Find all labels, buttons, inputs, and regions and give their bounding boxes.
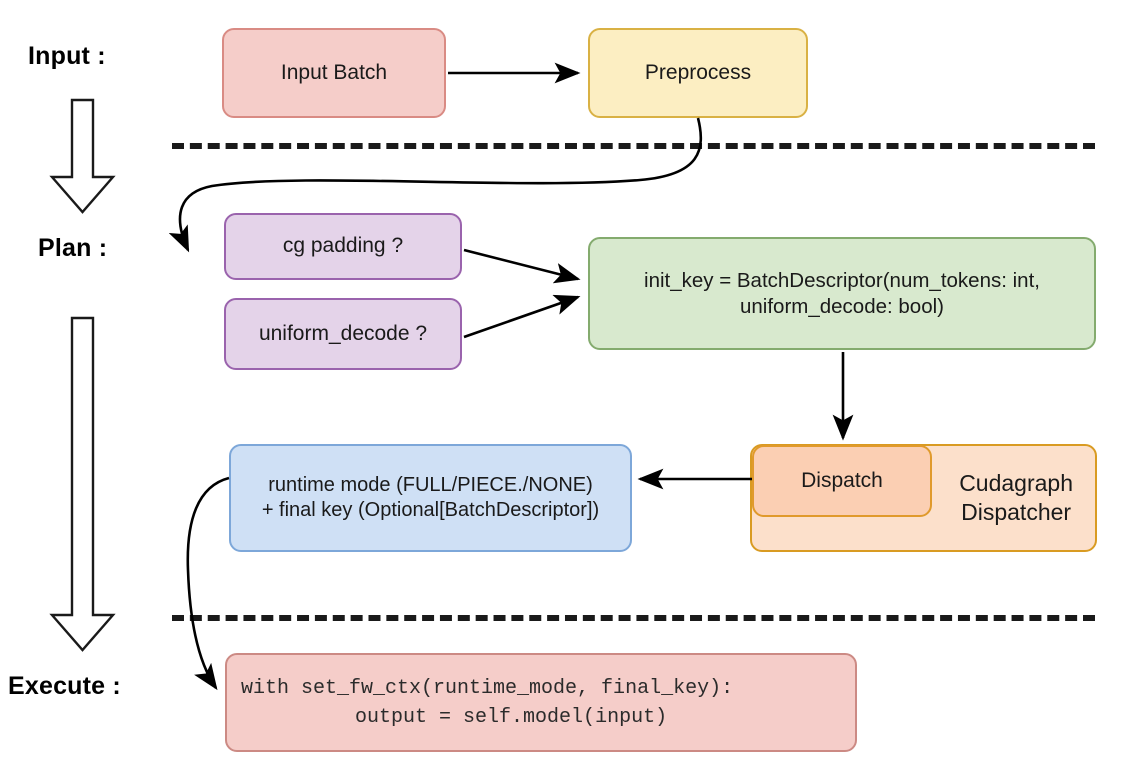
cg-padding-node[interactable]: cg padding ? <box>224 213 462 280</box>
edge-cg-padding-to-init-key <box>463 248 581 284</box>
preprocess-node[interactable]: Preprocess <box>588 28 808 118</box>
runtime-mode-node[interactable]: runtime mode (FULL/PIECE./NONE) + final … <box>229 444 632 552</box>
stage-label-input: Input : <box>28 42 106 70</box>
dispatch-node[interactable]: Dispatch <box>752 445 932 517</box>
separator-plan-execute <box>172 615 1095 621</box>
stage-arrow-plan-to-execute <box>49 316 116 652</box>
uniform-decode-node[interactable]: uniform_decode ? <box>224 298 462 370</box>
stage-arrow-input-to-plan <box>49 98 116 214</box>
execute-code-node[interactable]: with set_fw_ctx(runtime_mode, final_key)… <box>225 653 857 752</box>
edge-runtime-mode-to-execute-code <box>186 476 230 691</box>
input-batch-node[interactable]: Input Batch <box>222 28 446 118</box>
stage-label-plan: Plan : <box>38 234 108 262</box>
init-key-node[interactable]: init_key = BatchDescriptor(num_tokens: i… <box>588 237 1096 350</box>
separator-input-plan <box>172 143 1095 149</box>
stage-label-execute: Execute : <box>8 672 121 700</box>
edge-uniform-decode-to-init-key <box>463 294 581 339</box>
